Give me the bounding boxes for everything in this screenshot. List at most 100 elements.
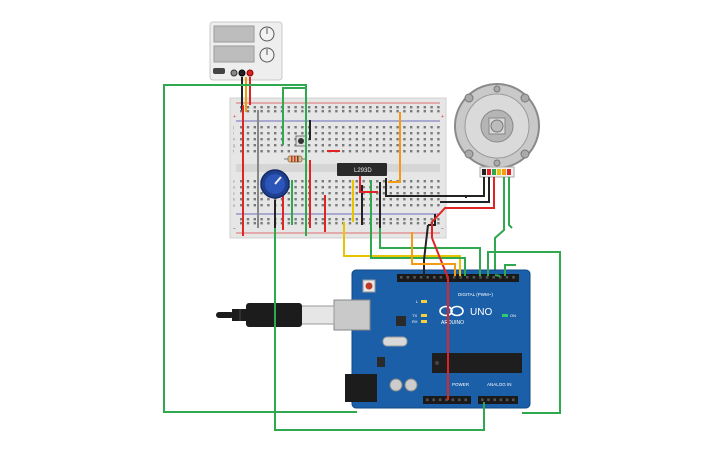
breadboard-hole[interactable] xyxy=(328,132,331,135)
breadboard-hole[interactable] xyxy=(301,126,304,129)
breadboard-hole[interactable] xyxy=(355,132,358,135)
breadboard-hole[interactable] xyxy=(389,144,392,147)
breadboard-hole[interactable] xyxy=(396,106,399,109)
breadboard-hole[interactable] xyxy=(240,110,243,113)
breadboard-hole[interactable] xyxy=(423,126,426,129)
breadboard-hole[interactable] xyxy=(301,180,304,183)
breadboard-hole[interactable] xyxy=(308,110,311,113)
breadboard-hole[interactable] xyxy=(362,222,365,225)
breadboard-hole[interactable] xyxy=(246,132,250,135)
breadboard-hole[interactable] xyxy=(280,144,284,147)
breadboard-hole[interactable] xyxy=(362,110,365,113)
breadboard-hole[interactable] xyxy=(416,186,420,189)
breadboard-hole[interactable] xyxy=(403,110,406,113)
breadboard-hole[interactable] xyxy=(348,222,352,225)
breadboard-hole[interactable] xyxy=(410,186,413,189)
breadboard-hole[interactable] xyxy=(362,204,365,207)
breadboard-hole[interactable] xyxy=(240,218,243,221)
breadboard-hole[interactable] xyxy=(348,186,352,189)
breadboard-hole[interactable] xyxy=(362,144,365,147)
breadboard-hole[interactable] xyxy=(253,132,256,135)
breadboard-hole[interactable] xyxy=(253,218,256,221)
breadboard-hole[interactable] xyxy=(240,222,243,225)
breadboard-hole[interactable] xyxy=(396,222,399,225)
breadboard-hole[interactable] xyxy=(267,222,270,225)
analog-pin[interactable] xyxy=(481,398,484,402)
breadboard-hole[interactable] xyxy=(437,106,440,109)
breadboard-hole[interactable] xyxy=(314,186,318,189)
breadboard-hole[interactable] xyxy=(389,222,392,225)
breadboard-hole[interactable] xyxy=(348,110,352,113)
power-pin[interactable] xyxy=(458,398,461,402)
breadboard-hole[interactable] xyxy=(260,204,263,207)
breadboard-hole[interactable] xyxy=(423,198,426,201)
breadboard-hole[interactable] xyxy=(301,204,304,207)
breadboard-hole[interactable] xyxy=(267,204,270,207)
breadboard-hole[interactable] xyxy=(362,138,365,141)
breadboard-hole[interactable] xyxy=(321,106,324,109)
breadboard-hole[interactable] xyxy=(355,150,358,153)
breadboard-hole[interactable] xyxy=(321,132,324,135)
breadboard-hole[interactable] xyxy=(348,144,352,147)
breadboard-hole[interactable] xyxy=(260,218,263,221)
power-pin[interactable] xyxy=(438,398,442,402)
breadboard-hole[interactable] xyxy=(308,106,311,109)
breadboard-hole[interactable] xyxy=(382,204,386,207)
breadboard-hole[interactable] xyxy=(342,138,345,141)
breadboard-hole[interactable] xyxy=(369,126,372,129)
breadboard-hole[interactable] xyxy=(335,106,338,109)
breadboard-hole[interactable] xyxy=(430,138,433,141)
breadboard-hole[interactable] xyxy=(240,144,243,147)
digital-pin[interactable] xyxy=(433,276,436,279)
breadboard-hole[interactable] xyxy=(287,106,290,109)
breadboard-hole[interactable] xyxy=(355,204,358,207)
breadboard-hole[interactable] xyxy=(301,186,304,189)
digital-pin[interactable] xyxy=(505,276,509,279)
breadboard-hole[interactable] xyxy=(314,106,318,109)
breadboard-hole[interactable] xyxy=(301,106,304,109)
breadboard-hole[interactable] xyxy=(382,198,386,201)
breadboard-hole[interactable] xyxy=(410,126,413,129)
breadboard-hole[interactable] xyxy=(253,144,256,147)
breadboard-hole[interactable] xyxy=(348,204,352,207)
breadboard-hole[interactable] xyxy=(430,110,433,113)
breadboard-hole[interactable] xyxy=(430,204,433,207)
digital-pin[interactable] xyxy=(426,276,429,279)
breadboard-hole[interactable] xyxy=(362,126,365,129)
breadboard-hole[interactable] xyxy=(382,192,386,195)
breadboard-hole[interactable] xyxy=(423,218,426,221)
breadboard-hole[interactable] xyxy=(437,132,440,135)
breadboard-hole[interactable] xyxy=(410,110,413,113)
breadboard-hole[interactable] xyxy=(314,222,318,225)
breadboard-hole[interactable] xyxy=(246,106,250,109)
negative-terminal[interactable] xyxy=(238,69,246,77)
breadboard-hole[interactable] xyxy=(321,222,324,225)
breadboard-hole[interactable] xyxy=(389,126,392,129)
breadboard-hole[interactable] xyxy=(437,222,440,225)
breadboard-hole[interactable] xyxy=(328,186,331,189)
digital-header[interactable] xyxy=(397,274,519,282)
breadboard-hole[interactable] xyxy=(294,110,297,113)
breadboard-hole[interactable] xyxy=(396,198,399,201)
breadboard-hole[interactable] xyxy=(287,110,290,113)
breadboard-hole[interactable] xyxy=(410,218,413,221)
breadboard-hole[interactable] xyxy=(437,180,440,183)
breadboard-hole[interactable] xyxy=(294,222,297,225)
breadboard-hole[interactable] xyxy=(362,180,365,183)
breadboard-hole[interactable] xyxy=(369,106,372,109)
breadboard-hole[interactable] xyxy=(376,204,379,207)
breadboard-hole[interactable] xyxy=(260,192,263,195)
breadboard-hole[interactable] xyxy=(376,150,379,153)
breadboard-hole[interactable] xyxy=(328,198,331,201)
analog-pin[interactable] xyxy=(487,398,490,402)
digital-pin[interactable] xyxy=(472,276,476,279)
breadboard-hole[interactable] xyxy=(294,126,297,129)
breadboard-hole[interactable] xyxy=(314,126,318,129)
breadboard-hole[interactable] xyxy=(348,138,352,141)
breadboard-hole[interactable] xyxy=(437,192,440,195)
breadboard-hole[interactable] xyxy=(382,180,386,183)
breadboard-hole[interactable] xyxy=(423,138,426,141)
breadboard-hole[interactable] xyxy=(335,110,338,113)
breadboard-hole[interactable] xyxy=(416,180,420,183)
breadboard-hole[interactable] xyxy=(328,138,331,141)
